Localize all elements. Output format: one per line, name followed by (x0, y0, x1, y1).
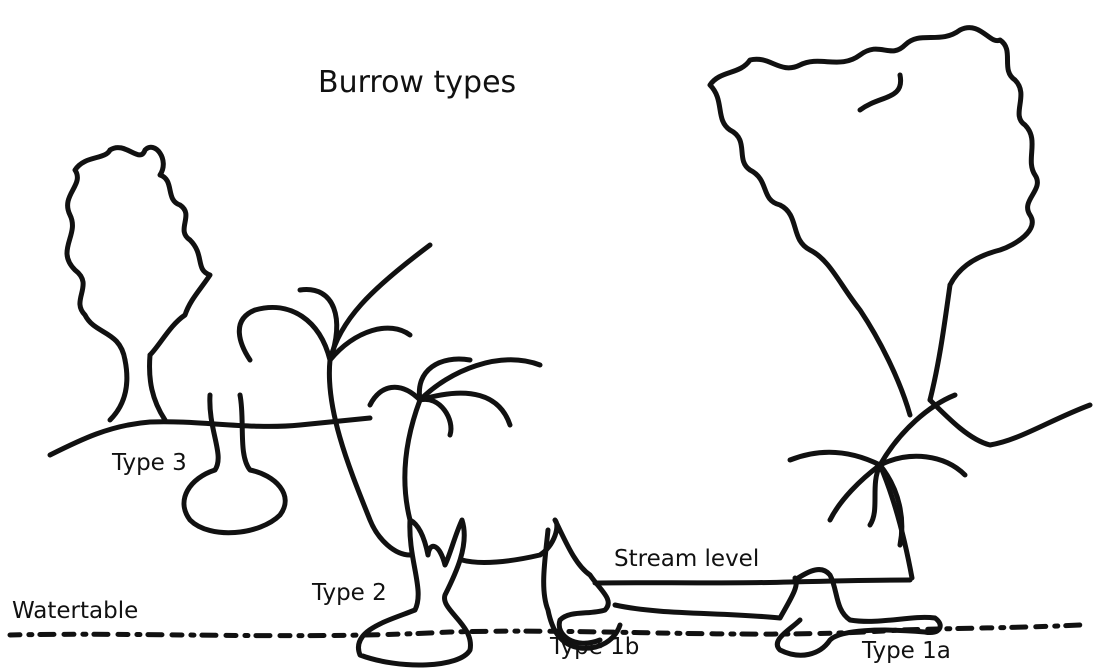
diagram-title: Burrow types (318, 65, 517, 100)
left-tree (64, 145, 213, 423)
type2-burrow (355, 517, 473, 668)
watertable-line (7, 622, 1083, 639)
stream-level-line (592, 577, 913, 586)
right-tree-branch (857, 72, 953, 403)
type3-burrow (181, 392, 288, 536)
left-tree-crown (64, 145, 213, 363)
right-tree-crown (707, 25, 1040, 418)
right-tree (707, 25, 1093, 448)
palm-tree-3 (787, 392, 968, 581)
label-type3: Type 3 (112, 450, 187, 476)
label-type2: Type 2 (312, 580, 387, 606)
middle-ground (459, 517, 611, 646)
label-type1b: Type 1b (550, 634, 640, 660)
label-stream-level: Stream level (614, 546, 760, 572)
label-type1a: Type 1a (862, 638, 951, 664)
stream-bed (612, 575, 799, 621)
palm-tree-1 (236, 242, 433, 558)
right-tree-base (927, 397, 1093, 448)
left-tree-trunk (107, 352, 168, 423)
palm-tree-2 (367, 356, 543, 523)
label-watertable: Watertable (12, 598, 139, 624)
